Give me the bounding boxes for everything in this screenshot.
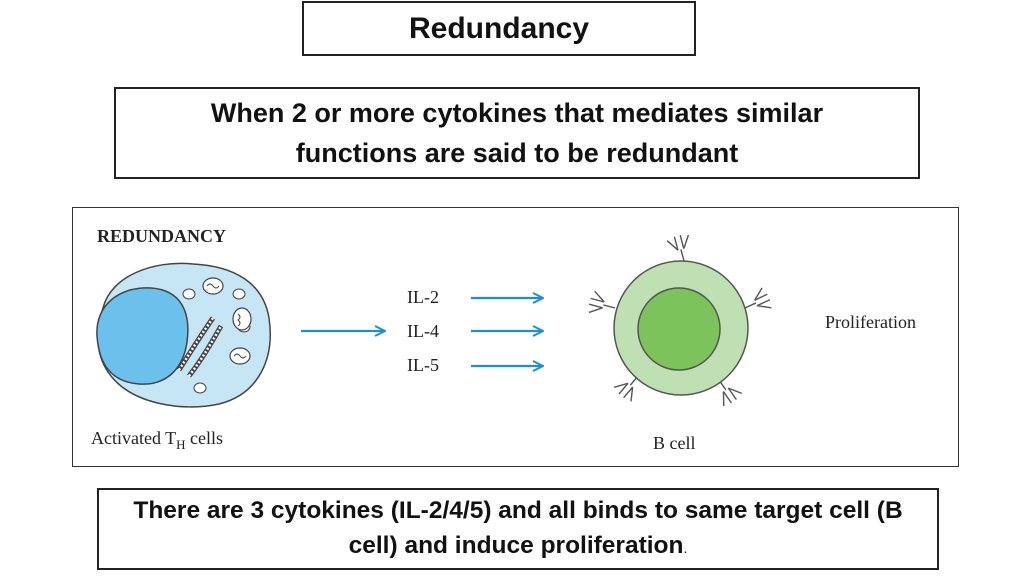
summary-sentence: There are 3 cytokines (IL-2/4/5) and all… [133, 496, 903, 559]
summary-text: There are 3 cytokines (IL-2/4/5) and all… [108, 493, 928, 566]
effect-label: Proliferation [825, 312, 916, 332]
figure-heading: REDUNDANCY [97, 226, 226, 246]
target-cell-label: B cell [653, 433, 696, 453]
b-cell-icon [588, 234, 772, 406]
source-cell-label: Activated TH cells [91, 428, 223, 452]
receptor-icon [666, 234, 690, 262]
receptor-icon [718, 379, 743, 406]
cytokine-label-il5: IL-5 [407, 355, 439, 375]
page-title: Redundancy [408, 11, 590, 45]
receptor-icon [744, 287, 772, 309]
summary-box: There are 3 cytokines (IL-2/4/5) and all… [97, 488, 939, 570]
redundancy-figure: REDUNDANCY Activated TH cells IL-2 IL-4 [72, 207, 959, 467]
definition-box: When 2 or more cytokines that mediates s… [114, 87, 920, 179]
figure-canvas: REDUNDANCY Activated TH cells IL-2 IL-4 [91, 226, 916, 453]
title-box: Redundancy [302, 1, 696, 56]
cytokine-label-il2: IL-2 [407, 287, 439, 307]
cytokine-label-il4: IL-4 [407, 321, 439, 341]
definition-text: When 2 or more cytokines that mediates s… [210, 98, 824, 168]
th-cell-icon [96, 262, 271, 408]
receptor-icon [588, 290, 616, 314]
summary-period: . [683, 539, 688, 556]
